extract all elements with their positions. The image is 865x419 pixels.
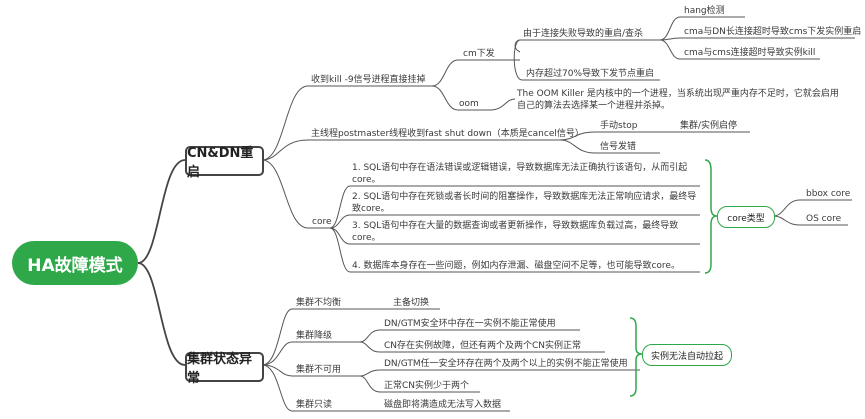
unavailable-cause-1: DN/GTM任一安全环存在两个及两个以上的实例不能正常使用 bbox=[384, 359, 628, 369]
reconnect-restart-node: 由于连接失败导致的重启/查杀 bbox=[523, 29, 644, 39]
root-node: HA故障模式 bbox=[12, 241, 138, 285]
core-cause-4: 4. 数据库本身存在一些问题，例如内存泄漏、磁盘空间不足等，也可能导致core。 bbox=[352, 261, 680, 271]
cluster-abnormal-node: 集群状态异常 bbox=[185, 352, 264, 386]
kill9-node: 收到kill -9信号进程直接挂掉 bbox=[311, 75, 426, 85]
manual-stop-node: 手动stop bbox=[600, 121, 638, 131]
fast-shutdown-node: 主线程postmaster线程收到fast shut down（本质是cance… bbox=[311, 129, 584, 139]
os-core-node: OS core bbox=[806, 214, 842, 224]
degraded-cause-1: DN/GTM安全环中存在一实例不能正常使用 bbox=[384, 319, 556, 329]
cluster-degraded-node: 集群降级 bbox=[296, 331, 333, 341]
oom-node: oom bbox=[459, 99, 479, 109]
switchover-node: 主备切换 bbox=[393, 298, 430, 308]
disk-full-node: 磁盘即将满造成无法写入数据 bbox=[384, 400, 502, 410]
unavailable-cause-2: 正常CN实例少于两个 bbox=[384, 381, 470, 391]
degraded-cause-2: CN存在实例故障，但还有两个及两个CN实例正常 bbox=[384, 341, 582, 351]
core-type-node: core类型 bbox=[717, 206, 775, 228]
cluster-readonly-node: 集群只读 bbox=[296, 400, 333, 410]
bbox-core-node: bbox core bbox=[806, 189, 851, 199]
core-cause-3: 3. SQL语句中存在大量的数据查询或者更新操作，导致数据库负载过高，最终导致c… bbox=[352, 221, 679, 243]
cm-issued-node: cm下发 bbox=[463, 49, 495, 59]
hang-detect-node: hang检测 bbox=[684, 6, 725, 16]
cluster-unavailable-node: 集群不可用 bbox=[296, 365, 342, 375]
cluster-restart-node: 集群/实例启停 bbox=[680, 121, 738, 131]
cluster-unbalanced-node: 集群不均衡 bbox=[296, 298, 342, 308]
cma-cms-timeout-node: cma与cms连接超时导致实例kill bbox=[684, 48, 816, 58]
oom-description: The OOM Killer 是内核中的一个进程，当系统出现严重内存不足时，它就… bbox=[517, 89, 839, 111]
no-autostart-node: 实例无法自动拉起 bbox=[642, 344, 732, 366]
core-cause-2: 2. SQL语句中存在死锁或者长时间的阻塞操作，导致数据库无法正常响应请求，最终… bbox=[352, 192, 697, 214]
memory-70-node: 内存超过70%导致下发节点重启 bbox=[526, 69, 655, 79]
cma-dn-timeout-node: cma与DN长连接超时导致cms下发实例重启 bbox=[684, 27, 862, 37]
signal-error-node: 信号发错 bbox=[600, 142, 637, 152]
core-cause-1: 1. SQL语句中存在语法错误或逻辑错误，导致数据库无法正确执行该语句，从而引起… bbox=[352, 163, 688, 185]
cn-dn-restart-node: CN&DN重启 bbox=[185, 146, 264, 180]
core-node: core bbox=[312, 217, 332, 227]
